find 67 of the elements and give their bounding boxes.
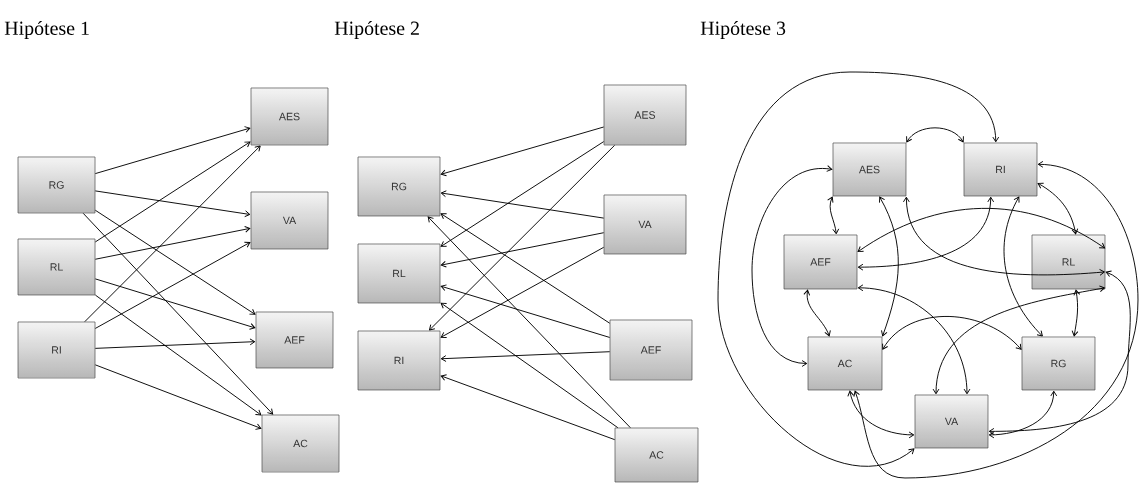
- box: RI: [963, 142, 1038, 197]
- arrow: [440, 351, 611, 362]
- box: AC: [261, 414, 340, 473]
- arrow: [94, 141, 251, 243]
- arrow: [94, 294, 262, 416]
- arrow: [751, 165, 833, 367]
- arrow: [1071, 289, 1081, 337]
- panel-title: Hipótese 2: [334, 20, 419, 40]
- arrow: [94, 209, 256, 315]
- arrow: [94, 190, 251, 218]
- panel-title: Hipótese 1: [4, 20, 89, 40]
- box: VA: [603, 194, 687, 255]
- box: RL: [1031, 234, 1106, 290]
- arrow: [94, 278, 256, 330]
- box: RG: [1021, 336, 1096, 391]
- arrow: [988, 270, 1131, 435]
- box: RI: [17, 321, 96, 379]
- box: RG: [357, 156, 441, 217]
- arrow: [803, 289, 831, 337]
- box: AES: [603, 84, 687, 146]
- arrow: [440, 190, 605, 219]
- arrow: [902, 196, 1105, 276]
- box: AEF: [609, 319, 693, 381]
- arrow: [906, 127, 964, 143]
- arrow: [440, 126, 605, 177]
- box: RL: [357, 243, 441, 304]
- arrow: [94, 126, 251, 175]
- arrow: [857, 284, 971, 395]
- arrow: [882, 316, 1022, 350]
- arrow: [84, 145, 261, 323]
- arrow: [94, 338, 256, 349]
- box: AES: [250, 87, 329, 146]
- arrow: [857, 196, 995, 271]
- arrow: [827, 196, 840, 235]
- arrow: [847, 390, 915, 439]
- box: RI: [357, 330, 441, 391]
- arrow: [932, 285, 1105, 395]
- arrow: [440, 213, 611, 324]
- arrow: [440, 232, 605, 268]
- box: RG: [17, 156, 96, 214]
- box: RL: [17, 238, 96, 296]
- arrow: [94, 241, 251, 329]
- arrow: [94, 364, 262, 430]
- arrow: [440, 302, 619, 429]
- arrow: [988, 390, 1058, 439]
- arrow: [94, 226, 251, 260]
- arrow: [427, 216, 631, 429]
- box: AC: [614, 427, 699, 483]
- arrow: [1003, 196, 1043, 337]
- arrow: [857, 207, 1106, 253]
- panel-title: Hipótese 3: [700, 20, 786, 40]
- arrow: [440, 284, 611, 338]
- arrow: [82, 212, 274, 415]
- box: VA: [250, 191, 329, 250]
- arrow: [440, 374, 616, 441]
- arrow: [853, 160, 1139, 479]
- arrow: [717, 71, 1000, 467]
- arrow: [429, 144, 616, 331]
- box: AEF: [783, 234, 858, 290]
- arrow: [440, 141, 605, 247]
- arrow: [879, 196, 899, 337]
- box: AC: [807, 336, 883, 391]
- arrow: [440, 246, 605, 338]
- box: AEF: [255, 311, 334, 369]
- box: AES: [832, 142, 907, 197]
- box: VA: [914, 394, 989, 449]
- arrow: [1037, 182, 1079, 235]
